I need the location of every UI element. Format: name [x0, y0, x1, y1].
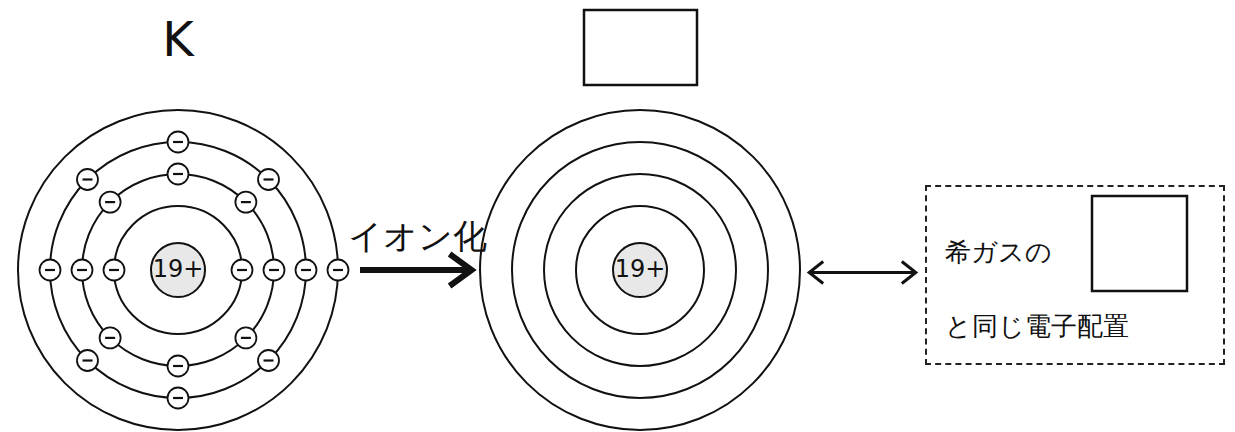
electron-circle [328, 260, 349, 281]
process-arrow [360, 254, 472, 286]
nucleus [151, 243, 205, 297]
electron-circle [258, 350, 279, 371]
electron [77, 169, 98, 190]
electron-shell [18, 110, 338, 430]
minus-sign [173, 397, 183, 399]
electron-shell [114, 206, 242, 334]
answer-blank [584, 10, 697, 85]
electron [235, 192, 256, 213]
electron [168, 164, 189, 185]
electron [168, 132, 189, 153]
minus-sign [45, 269, 55, 271]
answer-box: 希ガスのと同じ電子配置 [925, 185, 1225, 365]
electron [258, 169, 279, 190]
electron [235, 327, 256, 348]
nuclear-charge: 19+ [153, 256, 204, 284]
electron [264, 260, 285, 281]
sentence-text: 希ガスの [945, 238, 1052, 268]
arrowhead [902, 262, 916, 284]
electron [296, 260, 317, 281]
electron-circle [296, 260, 317, 281]
electron [232, 260, 253, 281]
electron [77, 350, 98, 371]
electron-circle [168, 132, 189, 153]
minus-sign [77, 269, 87, 271]
electron-circle [100, 327, 121, 348]
ion-model: 19+ [480, 110, 800, 430]
electron-circle [77, 350, 98, 371]
minus-sign [173, 365, 183, 367]
arrowhead [809, 262, 823, 284]
minus-sign [105, 337, 115, 339]
atom-model: K19+ [18, 110, 338, 430]
electron [100, 192, 121, 213]
edge-label: イオン化 [348, 217, 487, 256]
nuclear-charge: 19+ [615, 256, 666, 284]
electron-shell [576, 206, 704, 334]
minus-sign [264, 359, 274, 361]
minus-sign [237, 269, 247, 271]
electron-circle [168, 164, 189, 185]
electron-circle [258, 169, 279, 190]
answer-blank [1092, 196, 1187, 291]
electron-circle [235, 192, 256, 213]
electron-shell [82, 174, 274, 366]
electron-circle [104, 260, 125, 281]
electron [104, 260, 125, 281]
electron [168, 356, 189, 377]
electron-circle [77, 169, 98, 190]
electron [328, 260, 349, 281]
minus-sign [173, 141, 183, 143]
electron-circle [40, 260, 61, 281]
arrowhead [450, 254, 472, 286]
arrow-shaft [810, 271, 915, 274]
electron-circle [264, 260, 285, 281]
electron-circle [168, 388, 189, 409]
element-symbol: K [162, 12, 193, 67]
minus-sign [333, 269, 343, 271]
electron [40, 260, 61, 281]
nucleus [613, 243, 667, 297]
minus-sign [264, 178, 274, 180]
electron-circle [100, 192, 121, 213]
minus-sign [301, 269, 311, 271]
minus-sign [241, 201, 251, 203]
electron [168, 388, 189, 409]
electron [258, 350, 279, 371]
electron-circle [168, 356, 189, 377]
minus-sign [82, 359, 92, 361]
double-arrow [809, 262, 916, 284]
electron-circle [72, 260, 93, 281]
electron [72, 260, 93, 281]
minus-sign [173, 173, 183, 175]
electron-shell [50, 142, 306, 398]
minus-sign [82, 178, 92, 180]
minus-sign [269, 269, 279, 271]
electron [100, 327, 121, 348]
arrow-shaft [360, 267, 470, 273]
electron-circle [232, 260, 253, 281]
electron-circle [235, 327, 256, 348]
minus-sign [109, 269, 119, 271]
minus-sign [241, 337, 251, 339]
minus-sign [105, 201, 115, 203]
electron-shell [480, 110, 800, 430]
sentence-text: と同じ電子配置 [945, 312, 1129, 342]
electron-shell [512, 142, 768, 398]
electron-shell [544, 174, 736, 366]
